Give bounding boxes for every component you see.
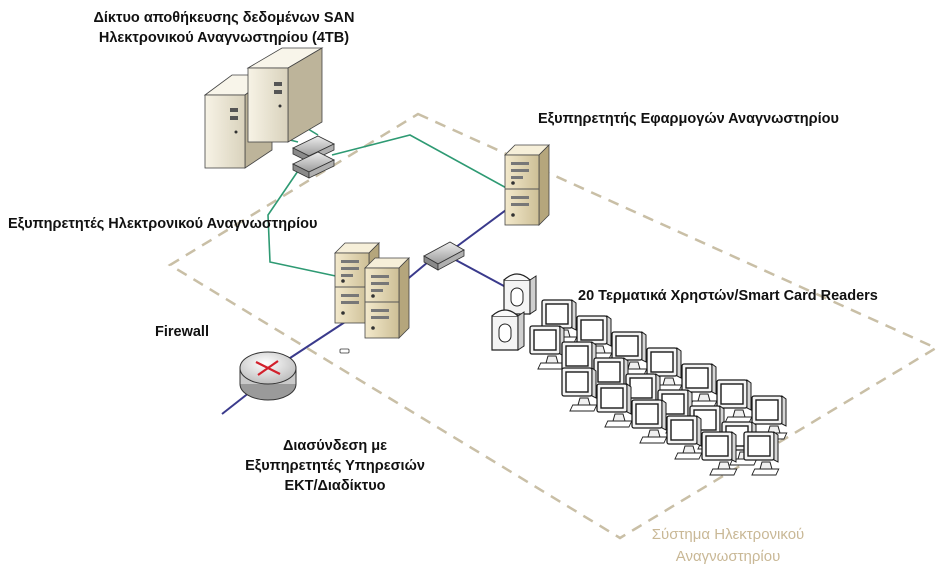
system-zone-label: Σύστημα Ηλεκτρονικού Αναγνωστηρίου	[608, 524, 848, 568]
firewall-label: Firewall	[155, 324, 209, 340]
system-zone-line2: Αναγνωστηρίου	[675, 548, 781, 565]
network-switch-icon	[291, 151, 336, 179]
monitor-icon	[631, 399, 668, 444]
san-label-line2: Ηλεκτρονικού Αναγνωστηρίου (4TB)	[98, 30, 350, 46]
terminals-label: 20 Τερματικά Χρηστών/Smart Card Readers	[578, 288, 878, 304]
tower-server-icon	[504, 144, 550, 226]
monitor-icon	[701, 431, 738, 476]
monitor-icon	[666, 415, 703, 460]
monitor-icon	[529, 325, 566, 370]
network-switch-icon	[423, 241, 465, 271]
user-terminals	[529, 299, 788, 476]
lan-links	[221, 206, 516, 415]
monitor-icon	[743, 431, 780, 476]
app-server-label: Εξυπηρετητής Εφαρμογών Αναγνωστηρίου	[538, 111, 839, 127]
interconnection-label: Διασύνδεση με Εξυπηρετητές Υπηρεσιών ΕΚΤ…	[220, 436, 450, 496]
tower-server-icon	[364, 257, 410, 339]
monitor-icon	[596, 383, 633, 428]
router-firewall-icon	[239, 351, 297, 401]
smart-card-reader-icon	[503, 273, 537, 315]
san-label: Δίκτυο αποθήκευσης δεδομένων SAN Ηλεκτρο…	[44, 8, 404, 48]
server-status-led	[339, 348, 350, 354]
reading-room-servers-label: Εξυπηρετητές Ηλεκτρονικού Αναγνωστηρίου	[8, 216, 318, 232]
interconnection-line1: Διασύνδεση με	[282, 438, 388, 454]
system-zone-line1: Σύστημα Ηλεκτρονικού	[651, 526, 805, 543]
interconnection-line2: Εξυπηρετητές Υπηρεσιών	[245, 458, 425, 474]
system-zone-border	[167, 112, 936, 540]
san-label-line1: Δίκτυο αποθήκευσης δεδομένων SAN	[93, 10, 355, 26]
smart-card-reader-icon	[491, 309, 525, 351]
monitor-icon	[561, 367, 598, 412]
interconnection-line3: ΕΚΤ/Διαδίκτυο	[284, 478, 386, 494]
storage-cabinet-icon	[246, 47, 324, 143]
